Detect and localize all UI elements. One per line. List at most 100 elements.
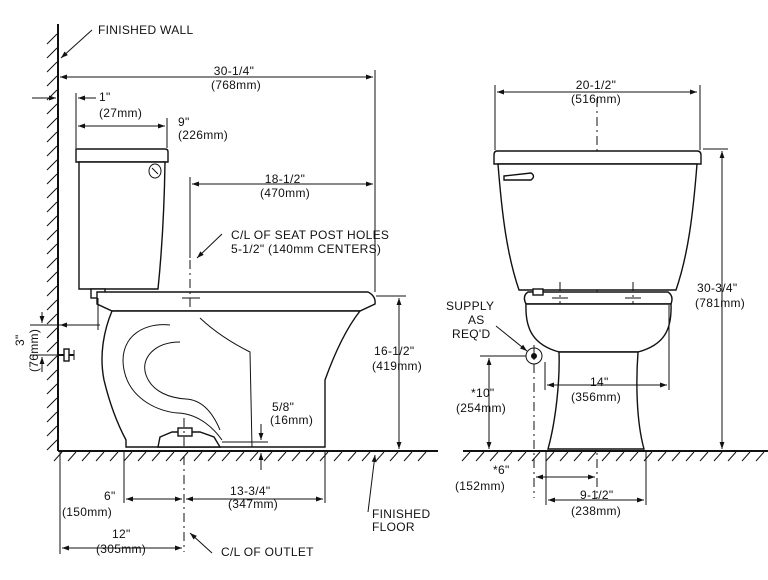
front-view: 20-1/2" (516mm) 30-3/4" (781mm) 14" (356…: [446, 78, 768, 518]
hatch-line: [559, 451, 569, 462]
bowl-body-side: [101, 310, 362, 448]
hatch-line: [46, 411, 58, 423]
tank-lid-side: [75, 148, 169, 163]
hatch-line: [643, 451, 653, 462]
bowl-front: [525, 303, 672, 353]
supply-label-2: AS: [468, 313, 485, 327]
hatch-line: [95, 451, 105, 462]
seat-rim-side: [96, 291, 376, 312]
rough-in-in: 12": [112, 527, 131, 541]
hatch-line: [46, 61, 58, 73]
wall-gap-mm: (27mm): [99, 106, 142, 120]
hatch-line: [46, 131, 58, 143]
seat-post-leader: [196, 233, 223, 259]
hatch-line: [417, 451, 427, 462]
overall-height-in: 30-3/4": [697, 281, 737, 295]
hatch-line: [46, 159, 58, 171]
outlet-foot-in: 6": [104, 489, 116, 503]
outlet-horn: [157, 431, 222, 448]
hatch-line: [221, 451, 231, 462]
finished-wall-leader: [60, 29, 93, 59]
supply-height-in: 3": [13, 334, 27, 346]
hatch-line: [46, 327, 58, 339]
hatch-line: [46, 369, 58, 381]
hatch-line: [207, 451, 217, 462]
hatch-line: [46, 257, 58, 269]
hatch-line: [46, 439, 58, 451]
outlet-cl-label: C/L OF OUTLET: [221, 545, 314, 559]
hatch-line: [165, 451, 175, 462]
hatch-line: [333, 451, 343, 462]
rim-height-mm: (419mm): [372, 359, 422, 373]
base-width-mm: (356mm): [571, 390, 621, 404]
side-view: 30-1/4" (768mm) 1" (27mm) 9" (226mm) 18-…: [13, 23, 438, 559]
hatch-line: [46, 425, 58, 437]
hatch-line: [67, 451, 77, 462]
overall-height-mm: (781mm): [695, 296, 745, 310]
hatch-line: [235, 451, 245, 462]
overall-depth-mm: (768mm): [211, 78, 261, 92]
wall-gap-in: 1": [99, 90, 111, 104]
hatch-line: [517, 451, 527, 462]
rough-in-mm: (305mm): [96, 542, 146, 556]
hatch-line: [46, 299, 58, 311]
floor-hatching-side: [53, 451, 427, 462]
supply-valve-icon: [58, 348, 75, 362]
hatch-line: [46, 313, 58, 325]
hatch-line: [389, 451, 399, 462]
floor-gap-mm: (16mm): [270, 413, 313, 427]
outlet-front-in: 13-3/4": [230, 484, 270, 498]
seat-post-note-1: C/L OF SEAT POST HOLES: [231, 228, 389, 242]
hatch-line: [46, 173, 58, 185]
hatch-line: [46, 397, 58, 409]
hatch-line: [305, 451, 315, 462]
rim-height-in: 16-1/2": [374, 344, 414, 358]
hatch-line: [46, 75, 58, 87]
hatch-line: [46, 383, 58, 395]
hatch-line: [727, 451, 737, 462]
hatch-line: [629, 451, 639, 462]
hatch-line: [601, 451, 611, 462]
hatch-line: [347, 451, 357, 462]
hatch-line: [755, 451, 765, 462]
base-width-in: 14": [590, 375, 609, 389]
supply-label-3: REQ'D: [452, 327, 490, 341]
hatch-line: [657, 451, 667, 462]
flush-handle-side: [148, 163, 162, 179]
seat-post-front-in: 18-1/2": [265, 172, 305, 186]
tank-width-mm: (516mm): [571, 92, 621, 106]
finished-floor-label-2: FLOOR: [372, 520, 415, 534]
hatch-line: [46, 145, 58, 157]
floor-hatching-front: [461, 451, 765, 462]
supply-height-mm: (76mm): [27, 329, 41, 372]
hatch-line: [46, 47, 58, 59]
hatch-line: [46, 341, 58, 353]
finished-floor-leader: [367, 454, 377, 513]
hatch-line: [685, 451, 695, 462]
hatch-line: [137, 451, 147, 462]
finished-floor-label-1: FINISHED: [372, 507, 430, 521]
hatch-line: [46, 243, 58, 255]
hatch-line: [109, 451, 119, 462]
hatch-line: [503, 451, 513, 462]
hatch-line: [46, 215, 58, 227]
hatch-line: [489, 451, 499, 462]
hatch-line: [461, 451, 471, 462]
hatch-line: [475, 451, 485, 462]
hatch-line: [375, 451, 385, 462]
hatch-line: [46, 33, 58, 45]
overall-depth-in: 30-1/4": [214, 64, 254, 78]
hatch-line: [545, 451, 555, 462]
hatch-line: [46, 229, 58, 241]
flush-lever-front: [503, 172, 535, 181]
foot-width-mm: (238mm): [571, 504, 621, 518]
hatch-line: [671, 451, 681, 462]
hatch-line: [403, 451, 413, 462]
hatch-line: [291, 451, 301, 462]
finished-wall-label: FINISHED WALL: [98, 23, 193, 37]
hatch-line: [713, 451, 723, 462]
wall-hatching: [46, 33, 58, 451]
floor-bolt-cap: [177, 427, 193, 437]
outlet-foot-mm: (150mm): [62, 505, 112, 519]
seat-rim-front: [523, 291, 673, 305]
